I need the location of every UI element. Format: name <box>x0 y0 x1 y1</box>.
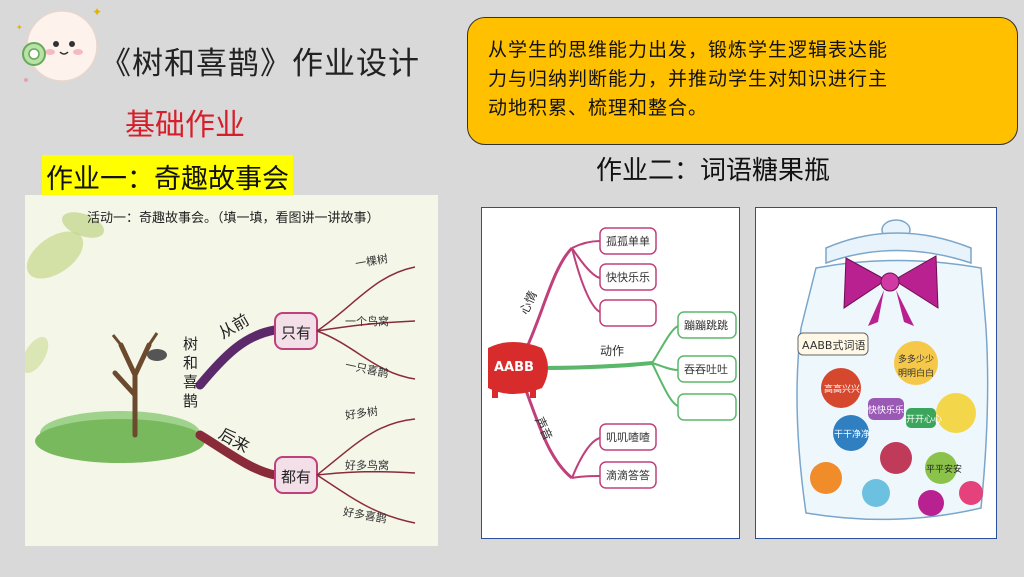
leaf-text: 好多鸟窝 <box>345 459 389 472</box>
homework2-label: 作业二：词语糖果瓶 <box>596 156 831 186</box>
story-mindmap-panel: 活动一：奇趣故事会。（填一填，看图讲一讲故事） 树和喜鹊 从前 后来 只有 都有… <box>25 195 438 546</box>
aabb-mindmap-panel: AABB 心情 动作 声音 孤孤单单 快快乐乐 蹦蹦跳跳 吞吞吐吐 叽叽喳喳 滴… <box>481 207 740 539</box>
candy-text: 平平安安 <box>926 465 963 475</box>
branch-label-action: 动作 <box>600 344 625 358</box>
jar-label: AABB式词语 <box>802 339 866 352</box>
node-only-has: 只有 <box>281 324 312 342</box>
word-box: 孤孤单单 <box>606 235 650 248</box>
mascot-illustration: ✦ ✦ <box>16 5 102 82</box>
svg-text:✦: ✦ <box>16 23 23 32</box>
candy-text: 干干净净 <box>834 430 871 440</box>
callout-line: 动地积累、梳理和整合。 <box>488 97 709 119</box>
candy-jar-panel: AABB式词语 多多少少 明明白白 高高兴兴 干干净净 开开心心 平平安安 快快… <box>755 207 997 539</box>
page-title: 《树和喜鹊》作业设计 <box>100 46 420 82</box>
candy-text: 快快乐乐 <box>868 406 905 416</box>
design-intent-callout: 从学生的思维能力出发，锻炼学生逻辑表达能 力与归纳判断能力，并推动学生对知识进行… <box>467 17 1018 145</box>
svg-text:✦: ✦ <box>92 5 102 19</box>
homework1-label: 作业一：奇趣故事会 <box>42 155 293 198</box>
callout-line: 力与归纳判断能力，并推动学生对知识进行主 <box>488 68 889 90</box>
leaf-text: 一个鸟窝 <box>345 315 389 328</box>
callout-line: 从学生的思维能力出发，锻炼学生逻辑表达能 <box>488 39 889 61</box>
candy-text: 高高兴兴 <box>824 385 861 395</box>
word-box: 叽叽喳喳 <box>606 431 650 444</box>
candy-text: 多多少少 <box>898 355 935 365</box>
activity-heading: 活动一：奇趣故事会。（填一填，看图讲一讲故事） <box>87 211 380 226</box>
aabb-center: AABB <box>494 360 534 375</box>
section-heading: 基础作业 <box>125 108 245 143</box>
word-box: 快快乐乐 <box>606 271 650 284</box>
story-center-label: 树和喜鹊 <box>183 335 199 410</box>
word-box: 吞吞吐吐 <box>684 363 728 376</box>
node-all-have: 都有 <box>281 468 312 486</box>
candy-text: 开开心心 <box>906 415 943 425</box>
candy-text: 明明白白 <box>898 369 935 379</box>
word-box: 滴滴答答 <box>606 469 650 482</box>
word-box: 蹦蹦跳跳 <box>684 319 728 332</box>
